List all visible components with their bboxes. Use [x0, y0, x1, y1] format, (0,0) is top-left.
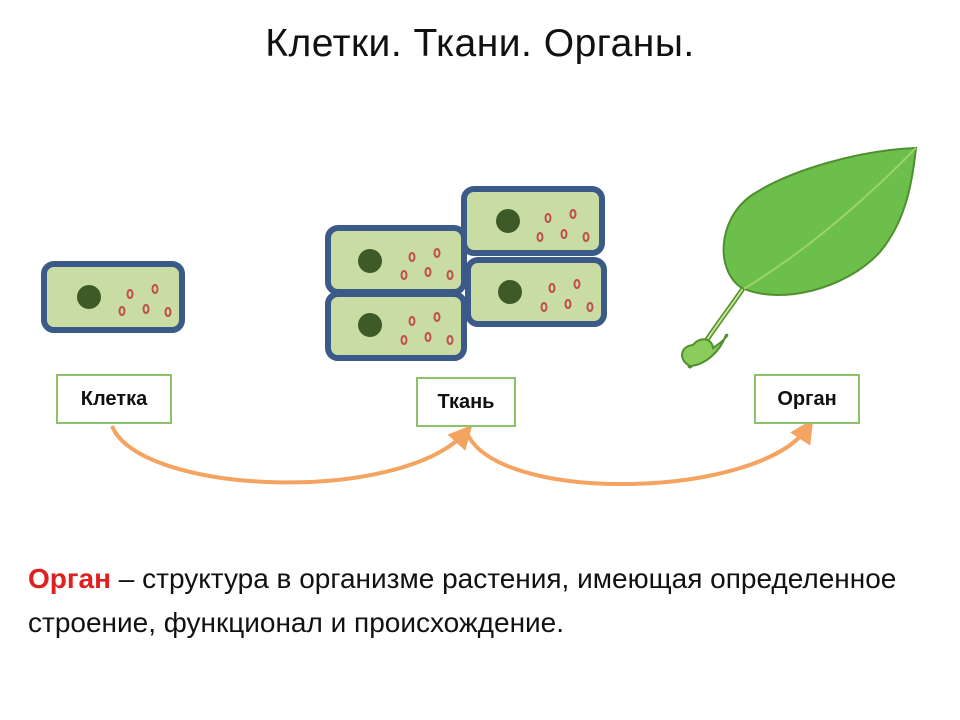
leaf-bud [681, 333, 729, 368]
single-cell [41, 261, 185, 333]
label-cell-text: Клетка [80, 387, 148, 410]
arrow-cell-to-tissue [110, 424, 473, 485]
label-organ: Орган [754, 374, 860, 424]
label-tissue: Ткань [416, 377, 516, 427]
tissue-cell [325, 291, 467, 361]
label-organ-text: Орган [777, 387, 837, 410]
definition-text: – структура в организме растения, имеюща… [28, 563, 897, 638]
tissue-cell [325, 225, 467, 295]
leaf-blade [722, 146, 918, 296]
tissue-cell [465, 257, 607, 327]
tissue-cells [325, 186, 607, 361]
definition-term: Орган [28, 563, 112, 594]
label-cell: Клетка [56, 374, 172, 424]
arrow-tissue-to-organ [464, 418, 814, 487]
tissue-cell [461, 186, 605, 256]
leaf-midrib [741, 147, 917, 291]
label-tissue-text: Ткань [437, 390, 495, 413]
organ-definition: Орган – структура в организме растения, … [28, 557, 938, 645]
leaf-organ-illustration [681, 146, 918, 369]
slide-title: Клетки. Ткани. Органы. [265, 22, 695, 65]
cell-nucleus [77, 285, 101, 309]
